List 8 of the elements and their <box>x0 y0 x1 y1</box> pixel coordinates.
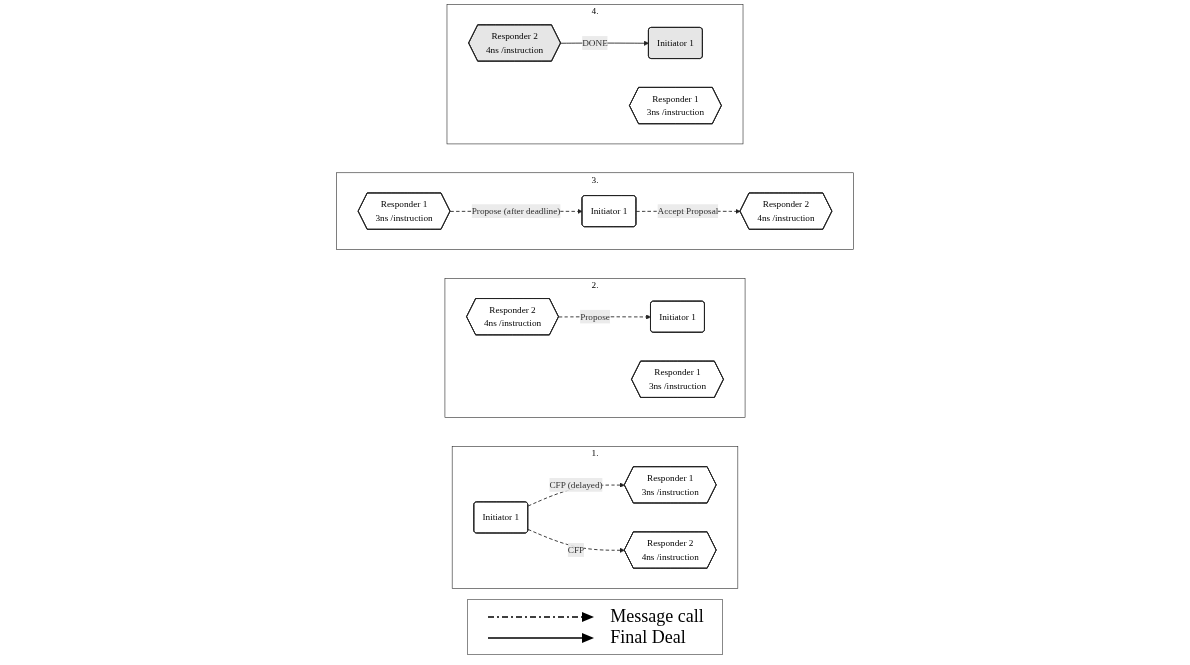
edge-label: Propose (after deadline) <box>471 205 561 216</box>
edge-label: CFP (delayed) <box>549 479 603 490</box>
edge-label: DONE <box>582 37 608 48</box>
legend-label: Message call <box>610 606 704 627</box>
edge-label: Accept Proposal <box>657 205 719 216</box>
edge-label: Propose <box>580 311 610 322</box>
legend-label: Final Deal <box>610 627 686 648</box>
edge-label: CFP <box>567 544 585 555</box>
